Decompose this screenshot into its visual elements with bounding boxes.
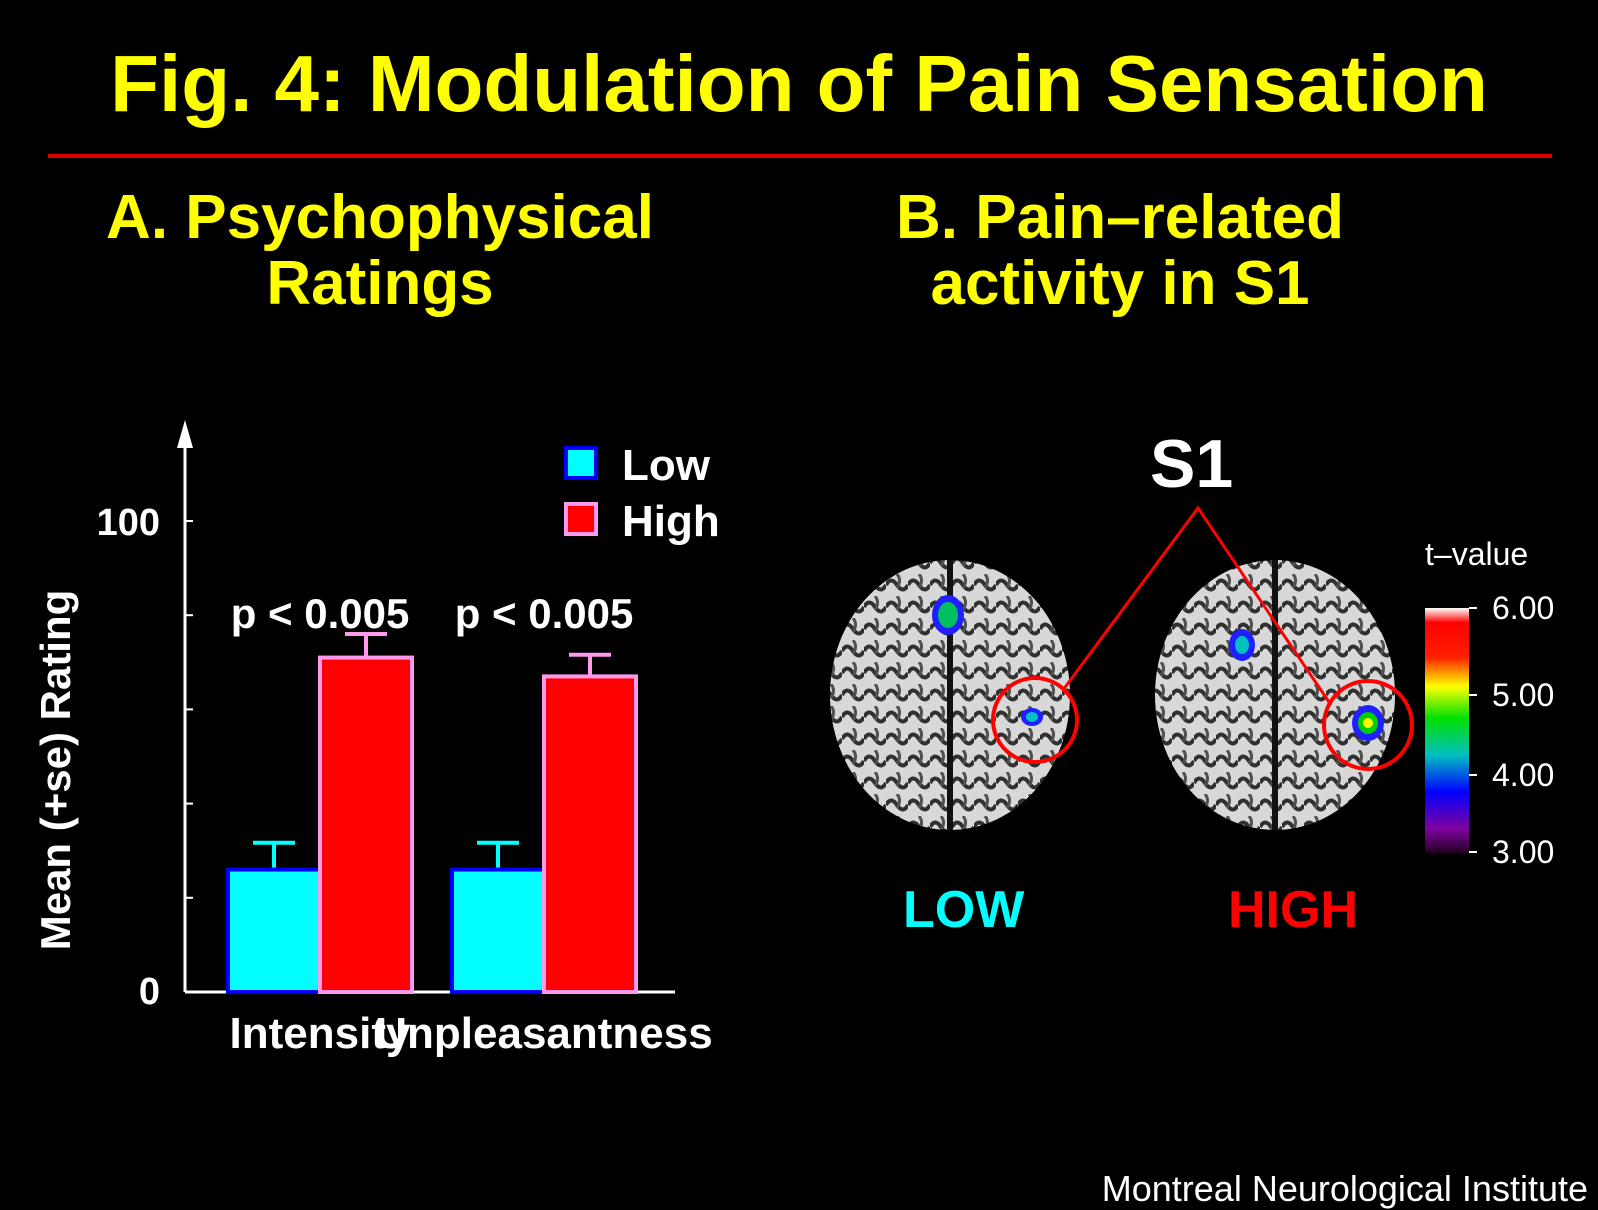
y-axis-arrow [177, 420, 193, 448]
y-tick-label: 0 [139, 971, 160, 1013]
title-divider [48, 154, 1552, 158]
colorbar-title: t–value [1425, 536, 1529, 572]
x-tick-label: Unpleasantness [375, 1009, 712, 1058]
legend-swatch-low [564, 446, 598, 480]
figure-title: Fig. 4: Modulation of Pain Sensation [110, 39, 1488, 128]
panel-b-title-line2: activity in S1 [930, 249, 1310, 318]
legend-swatch-high [564, 502, 598, 536]
colorbar-tick: 4.00 [1492, 757, 1555, 793]
panel-b-title-line1: B. Pain–related [896, 183, 1344, 252]
panel-a-title-line2: Ratings [266, 249, 494, 318]
high-label: HIGH [1228, 881, 1358, 939]
y-axis-label: Mean (+se) Rating [32, 590, 79, 951]
colorbar [1425, 608, 1469, 853]
bar-high-unpleasantness [542, 674, 638, 994]
legend-label-low: Low [622, 441, 711, 490]
bar-high-intensity [318, 655, 414, 995]
brain-panel [830, 505, 1477, 853]
panel-b-title: B. Pain–related activity in S1 [840, 185, 1400, 317]
legend-label-high: High [622, 497, 720, 546]
s1-circle-low [991, 676, 1079, 764]
colorbar-tick: 5.00 [1492, 677, 1555, 713]
s1-label: S1 [1150, 426, 1234, 502]
s1-circle-high [1322, 679, 1414, 771]
colorbar-tick: 3.00 [1492, 834, 1555, 870]
brain-image-high [1155, 560, 1414, 830]
panel-a-title: A. Psychophysical Ratings [60, 185, 700, 317]
s1-pointer-lines [1061, 505, 1333, 706]
p-value-annotation: p < 0.005 [231, 590, 410, 637]
panel-a-title-line1: A. Psychophysical [106, 183, 654, 252]
colorbar-tick: 6.00 [1492, 590, 1555, 626]
brain-image-low [830, 560, 1079, 830]
bar-low-intensity [226, 867, 322, 994]
bar-low-unpleasantness [450, 867, 546, 994]
credit-text: Montreal Neurological Institute [1101, 1168, 1588, 1209]
y-tick-label: 100 [97, 502, 160, 544]
p-value-annotation: p < 0.005 [455, 590, 634, 637]
low-label: LOW [903, 881, 1025, 939]
x-tick-label: Intensity [230, 1009, 411, 1058]
